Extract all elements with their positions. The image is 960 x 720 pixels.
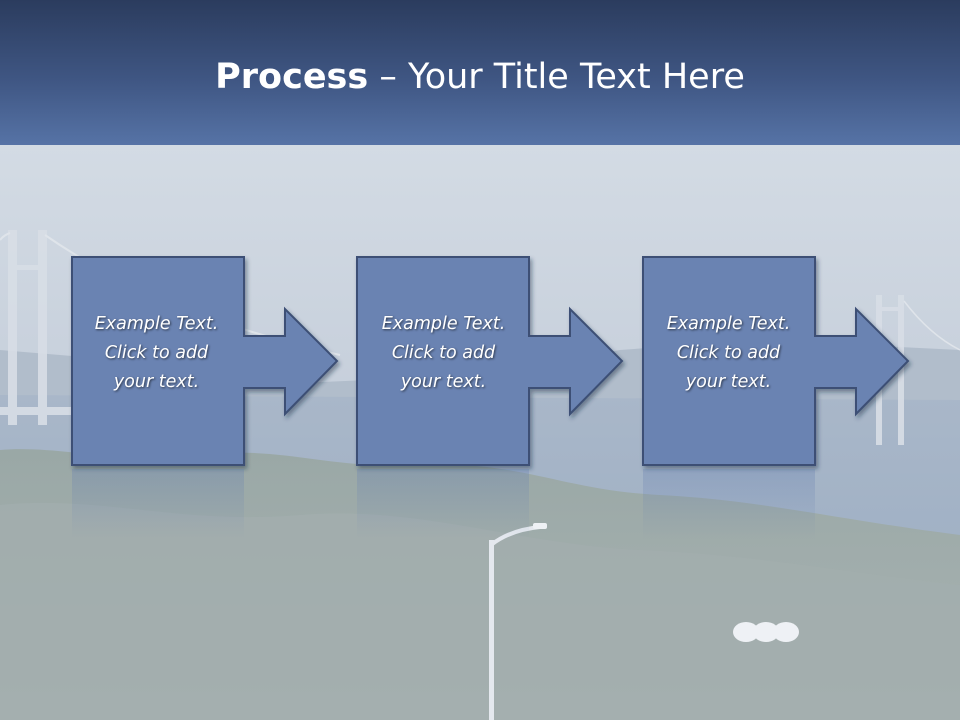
step-2-arrow-shape[interactable]: [356, 256, 624, 466]
step-3-line-1: Example Text.: [666, 314, 791, 334]
step-3-reflection: [643, 469, 815, 539]
title-rest: – Your Title Text Here: [368, 57, 745, 97]
step-2-line-1: Example Text.: [381, 314, 506, 334]
step-2-line-3: your text.: [400, 372, 487, 392]
step-2-reflection: [357, 469, 529, 539]
step-1-line-2: Click to add: [104, 343, 209, 363]
title-bar: [0, 0, 960, 145]
step-2-text[interactable]: Example Text. Click to add your text.: [357, 310, 530, 397]
step-3-arrow-shape[interactable]: [642, 256, 910, 466]
title-bold-word: Process: [215, 57, 369, 97]
step-3-line-2: Click to add: [676, 343, 781, 363]
slide-title[interactable]: Process – Your Title Text Here: [0, 52, 960, 102]
step-1-line-1: Example Text.: [94, 314, 219, 334]
step-3-line-3: your text.: [685, 372, 772, 392]
step-1-arrow-shape[interactable]: [71, 256, 339, 466]
step-1-text[interactable]: Example Text. Click to add your text.: [70, 310, 243, 397]
step-1-reflection: [72, 469, 244, 539]
step-1-line-3: your text.: [113, 372, 200, 392]
step-3-text[interactable]: Example Text. Click to add your text.: [642, 310, 815, 397]
step-2-line-2: Click to add: [391, 343, 496, 363]
